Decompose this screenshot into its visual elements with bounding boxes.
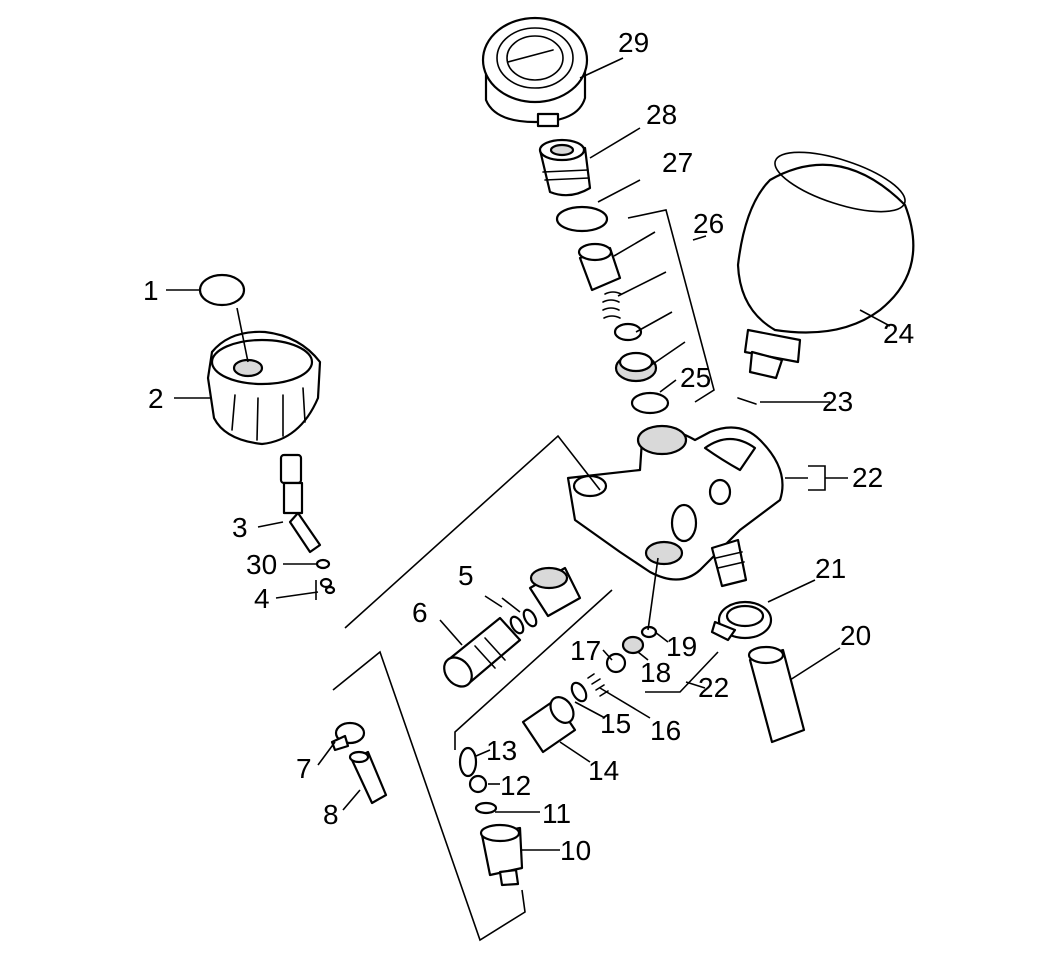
- spring-16: [587, 673, 609, 697]
- callout-25: 25: [680, 362, 711, 393]
- callout-20: 20: [840, 620, 871, 651]
- ring-4b: [324, 585, 336, 595]
- fitting-10: [479, 823, 524, 887]
- valve-stack: [577, 242, 658, 383]
- callout-18: 18: [640, 657, 671, 688]
- callout-2: 2: [148, 383, 164, 414]
- adjustment-knob: [198, 273, 322, 446]
- callout-7: 7: [296, 753, 312, 784]
- hose-clamp-21: [710, 600, 773, 642]
- callout-10: 10: [560, 835, 591, 866]
- o-ring-5a: [509, 615, 525, 635]
- ball-12: [468, 774, 488, 794]
- callout-29: 29: [618, 27, 649, 58]
- hose-20: [747, 645, 806, 744]
- callout-19: 19: [666, 631, 697, 662]
- inlet-nipple: [528, 566, 582, 618]
- callout-22-upper: 22: [852, 462, 883, 493]
- o-ring-25: [630, 391, 670, 415]
- callout-16: 16: [650, 715, 681, 746]
- callout-15: 15: [600, 708, 631, 739]
- callout-4: 4: [254, 583, 270, 614]
- callout-23: 23: [822, 386, 853, 417]
- o-ring-15: [570, 681, 588, 703]
- seal-11: [474, 801, 498, 815]
- seat-18: [621, 635, 645, 655]
- valve-needle: [279, 453, 322, 554]
- callout-27: 27: [662, 147, 693, 178]
- callout-12: 12: [500, 770, 531, 801]
- callout-8: 8: [323, 799, 339, 830]
- callout-17: 17: [570, 635, 601, 666]
- callout-1: 1: [143, 275, 159, 306]
- o-ring-30: [315, 558, 331, 570]
- callout-14: 14: [588, 755, 619, 786]
- callout-26: 26: [693, 208, 724, 239]
- callout-3: 3: [232, 512, 248, 543]
- plug-14: [521, 696, 577, 754]
- callout-21: 21: [815, 553, 846, 584]
- callout-5: 5: [458, 560, 474, 591]
- pressure-gauge: [481, 16, 589, 128]
- callout-6: 6: [412, 597, 428, 628]
- callout-28: 28: [646, 99, 677, 130]
- callout-13: 13: [486, 735, 517, 766]
- callout-11: 11: [542, 798, 571, 829]
- connector-6: [443, 616, 522, 688]
- spring-13: [458, 746, 478, 778]
- ring-4a: [319, 577, 333, 589]
- callout-labels: 1 2 3 30 4 5 6 7 8 10 11 12 13 14 15 16 …: [143, 27, 914, 866]
- manifold-body: [566, 424, 784, 588]
- callout-30: 30: [246, 549, 277, 580]
- o-ring-27: [555, 205, 609, 233]
- o-ring-5b: [522, 608, 538, 628]
- callout-24: 24: [883, 318, 914, 349]
- callout-22-lower: 22: [698, 672, 729, 703]
- seal-23: [737, 397, 757, 405]
- leader-lines: [166, 57, 891, 942]
- gauge-adapter: [538, 138, 592, 197]
- accumulator-tank: [736, 151, 915, 380]
- hose-clamp-7: [330, 721, 366, 752]
- hose-8: [348, 750, 388, 805]
